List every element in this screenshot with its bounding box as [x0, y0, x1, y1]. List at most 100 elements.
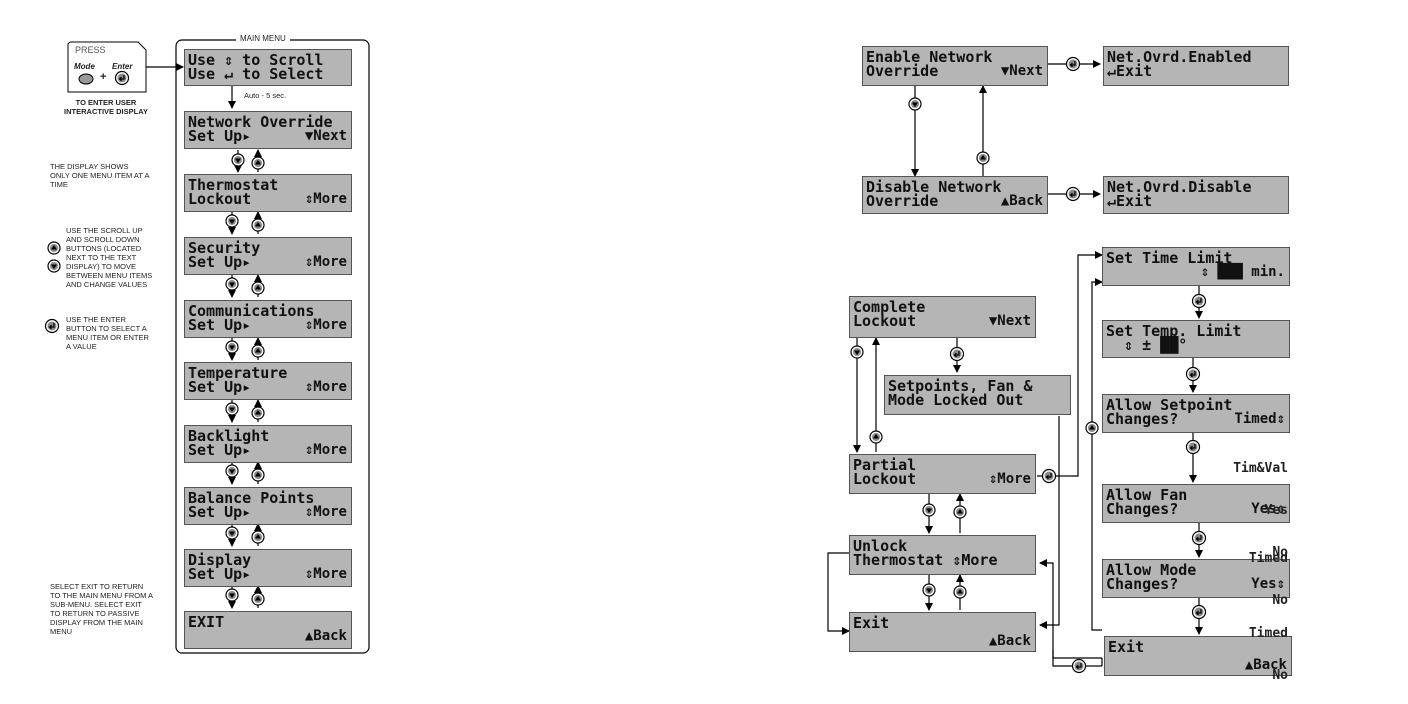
option-value: Tim&Val: [1233, 461, 1288, 476]
lcd-line1: Network Override: [188, 113, 333, 131]
lcd-line2: Override: [866, 192, 939, 210]
lcd-nav-hint: ▲Back: [304, 628, 347, 644]
lcd-line2: Set Up▸: [188, 316, 252, 334]
plus-sign: +: [100, 71, 107, 83]
enter-caption: TO ENTER USER INTERACTIVE DISPLAY: [64, 98, 148, 116]
lcd-balance-points[interactable]: Balance Points Set Up▸ ⇕More: [184, 487, 352, 525]
lcd-line2: ↵Exit: [1107, 192, 1153, 210]
lcd-line2: Set Up▸: [188, 378, 252, 396]
lcd-nav-hint: ⇕More: [304, 566, 347, 582]
option-value: Timed: [1248, 551, 1288, 566]
lcd-network-override[interactable]: Network Override Set Up▸ ▼Next: [184, 111, 352, 149]
lcd-line2: Set Up▸: [188, 441, 252, 459]
lcd-net-ovrd-disable[interactable]: Net.Ovrd.Disable ↵Exit: [1103, 176, 1289, 214]
lcd-line2: Changes?: [1106, 410, 1179, 428]
lcd-nav-hint: ▲Back: [1244, 657, 1287, 673]
lcd-allow-mode[interactable]: Allow Mode Changes? Yes⇕: [1102, 559, 1290, 598]
lcd-line2: Set Up▸: [188, 565, 252, 583]
lcd-line2: Changes?: [1106, 575, 1179, 593]
mode-button-label: Mode: [74, 62, 95, 71]
lcd-line1: Net.Ovrd.Disable: [1107, 178, 1252, 196]
lcd-line2: Override: [866, 62, 939, 80]
lcd-line2: Lockout: [853, 470, 917, 488]
lcd-line1: Balance Points: [188, 489, 315, 507]
note-exit: SELECT EXIT TO RETURN TO THE MAIN MENU F…: [50, 582, 153, 636]
lcd-current-value: Yes⇕: [1251, 576, 1285, 592]
lcd-allow-setpoint[interactable]: Allow Setpoint Changes? Timed⇕: [1102, 394, 1290, 433]
lcd-partial-exit[interactable]: Exit ▲Back: [1104, 636, 1292, 676]
note-scroll-buttons: USE THE SCROLL UP AND SCROLL DOWN BUTTON…: [66, 226, 153, 289]
mode-options: Timed No: [1216, 599, 1288, 697]
main-menu-title: MAIN MENU: [236, 34, 290, 43]
lcd-line2: Set Up▸: [188, 253, 252, 271]
lcd-line1: Unlock: [853, 537, 908, 555]
lcd-nav-hint: ⇕More: [304, 254, 347, 270]
note-display-one-item: THE DISPLAY SHOWS ONLY ONE MENU ITEM AT …: [50, 162, 150, 189]
lcd-line1: Communications: [188, 302, 315, 320]
lcd-communications[interactable]: Communications Set Up▸ ⇕More: [184, 300, 352, 338]
lcd-scroll-instructions[interactable]: Use ⇕ to Scroll Use ↵ to Select: [184, 49, 352, 86]
lcd-current-value: Timed⇕: [1234, 411, 1285, 427]
lcd-thermostat-lockout[interactable]: Thermostat Lockout ⇕More: [184, 174, 352, 212]
lcd-line2: Set Up▸: [188, 127, 252, 145]
lcd-time-value: ⇕ ███ min.: [1200, 264, 1285, 280]
lcd-allow-fan[interactable]: Allow Fan Changes? Yes⇕: [1102, 484, 1290, 523]
lcd-temperature[interactable]: Temperature Set Up▸ ⇕More: [184, 362, 352, 400]
lcd-display[interactable]: Display Set Up▸ ⇕More: [184, 549, 352, 587]
lcd-line1: Net.Ovrd.Enabled: [1107, 48, 1252, 66]
lcd-nav-hint: ▼Next: [304, 128, 347, 144]
lcd-partial-lockout[interactable]: Partial Lockout ⇕More: [849, 454, 1036, 494]
lcd-line1: Exit: [853, 614, 890, 632]
lcd-unlock-thermostat[interactable]: Unlock Thermostat ⇕More: [849, 535, 1036, 575]
lcd-line1: Security: [188, 239, 261, 257]
lcd-backlight[interactable]: Backlight Set Up▸ ⇕More: [184, 425, 352, 463]
lcd-line1: Allow Mode: [1106, 561, 1197, 579]
note-enter-button: USE THE ENTER BUTTON TO SELECT A MENU IT…: [66, 315, 149, 351]
lcd-line2: Thermostat ⇕More: [853, 551, 998, 569]
press-label: PRESS: [75, 45, 106, 55]
lcd-net-ovrd-enabled[interactable]: Net.Ovrd.Enabled ↵Exit: [1103, 46, 1289, 86]
lcd-line1: Backlight: [188, 427, 270, 445]
lcd-complete-lockout[interactable]: Complete Lockout ▼Next: [849, 296, 1036, 338]
lcd-nav-hint: ⇕More: [304, 379, 347, 395]
lcd-line2: ↵Exit: [1107, 62, 1153, 80]
option-value: No: [1272, 668, 1288, 683]
option-value: Timed: [1248, 626, 1288, 641]
lcd-nav-hint: ▲Back: [988, 633, 1031, 649]
lcd-line1: Set Temp. Limit: [1106, 322, 1242, 340]
lcd-set-temp-limit[interactable]: Set Temp. Limit ⇕ ± ██°: [1102, 320, 1290, 358]
lcd-line2: Set Up▸: [188, 503, 252, 521]
lcd-security[interactable]: Security Set Up▸ ⇕More: [184, 237, 352, 275]
lcd-lockout-exit[interactable]: Exit ▲Back: [849, 612, 1036, 652]
lcd-line1: Setpoints, Fan &: [888, 377, 1033, 395]
lcd-nav-hint: ▼Next: [1000, 63, 1043, 79]
lcd-setpoints-locked-out[interactable]: Setpoints, Fan & Mode Locked Out: [884, 375, 1071, 415]
lcd-nav-hint: ⇕More: [988, 471, 1031, 487]
enter-button-label: Enter: [112, 62, 133, 71]
lcd-nav-hint: ⇕More: [304, 504, 347, 520]
lcd-exit[interactable]: EXIT ▲Back: [184, 611, 352, 649]
lcd-line1: Disable Network: [866, 178, 1002, 196]
lcd-nav-hint: ⇕More: [304, 191, 347, 207]
lcd-line1: Display: [188, 551, 252, 569]
lcd-line2: Lockout: [188, 190, 252, 208]
lcd-set-time-limit[interactable]: Set Time Limit ⇕ ███ min.: [1102, 247, 1290, 286]
lcd-current-value: Yes⇕: [1251, 501, 1285, 517]
lcd-enable-network[interactable]: Enable Network Override ▼Next: [862, 46, 1048, 86]
setpoint-options: Tim&Val Yes No: [1206, 434, 1288, 574]
lcd-nav-hint: ▼Next: [988, 313, 1031, 329]
lcd-nav-hint: ⇕More: [304, 317, 347, 333]
lcd-temp-value: ⇕ ± ██°: [1106, 336, 1188, 354]
lcd-line1: Exit: [1108, 638, 1145, 656]
auto-label: Auto - 5 sec.: [244, 91, 287, 100]
lcd-nav-hint: ⇕More: [304, 442, 347, 458]
lcd-line1: Set Time Limit: [1106, 249, 1233, 267]
lcd-line1: Complete: [853, 298, 926, 316]
option-value: No: [1272, 545, 1288, 560]
lcd-line1: Temperature: [188, 364, 288, 382]
lcd-line2: Changes?: [1106, 500, 1179, 518]
lcd-disable-network[interactable]: Disable Network Override ▲Back: [862, 176, 1048, 214]
lcd-line1: Use ⇕ to Scroll: [188, 51, 324, 69]
lcd-line2: Lockout: [853, 312, 917, 330]
